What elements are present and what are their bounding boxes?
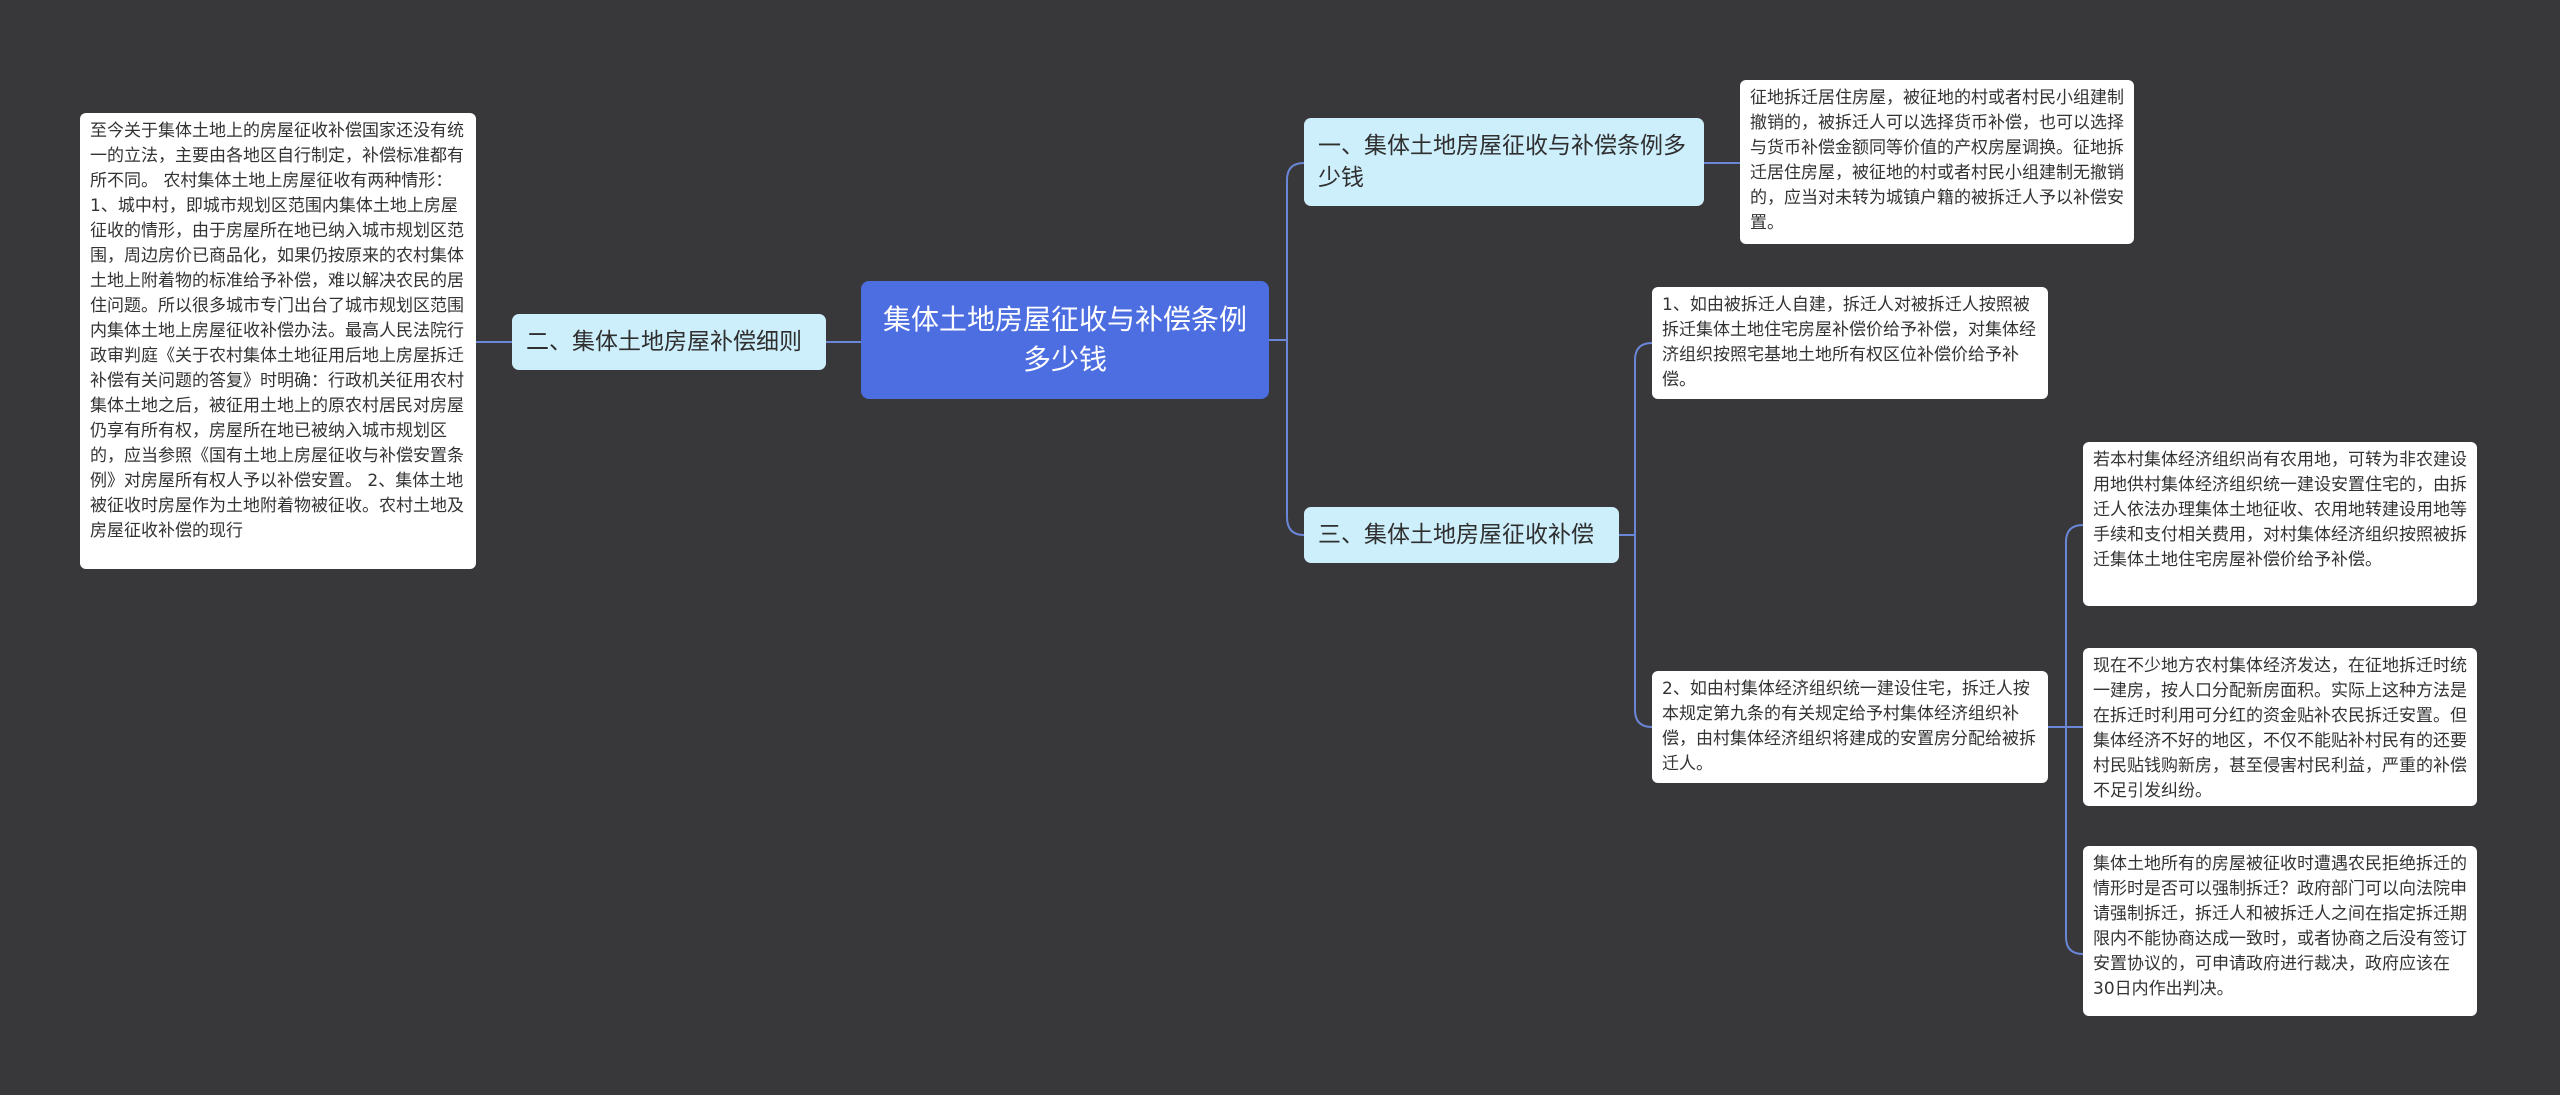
branch-one-label: 一、集体土地房屋征收与补偿条例多少钱 [1318, 133, 1686, 191]
branch-two-leaf-text: 至今关于集体土地上的房屋征收补偿国家还没有统一的立法，主要由各地区自行制定，补偿… [90, 121, 464, 541]
branch-three-sub1-text: 1、如由被拆迁人自建，拆迁人对被拆迁人按照被拆迁集体土地住宅房屋补偿价给予补偿，… [1662, 295, 2036, 390]
branch-three-sub2[interactable]: 2、如由村集体经济组织统一建设住宅，拆迁人按本规定第九条的有关规定给予村集体经济… [1652, 671, 2048, 783]
connector-to-branch-one [1286, 162, 1305, 181]
connector-to-child1 [2065, 524, 2084, 543]
branch-three-sub1[interactable]: 1、如由被拆迁人自建，拆迁人对被拆迁人按照被拆迁集体土地住宅房屋补偿价给予补偿，… [1652, 287, 2048, 399]
branch-two-leaf[interactable]: 至今关于集体土地上的房屋征收补偿国家还没有统一的立法，主要由各地区自行制定，补偿… [80, 113, 476, 569]
root-topic[interactable]: 集体土地房屋征收与补偿条例多少钱 [861, 281, 1269, 399]
sub2-child-2-text: 现在不少地方农村集体经济发达，在征地拆迁时统一建房，按人口分配新房面积。实际上这… [2093, 656, 2467, 801]
branch-two-label: 二、集体土地房屋补偿细则 [526, 329, 802, 355]
sub2-child-3-text: 集体土地所有的房屋被征收时遭遇农民拒绝拆迁的情形时是否可以强制拆迁？政府部门可以… [2093, 854, 2467, 999]
sub2-child-2[interactable]: 现在不少地方农村集体经济发达，在征地拆迁时统一建房，按人口分配新房面积。实际上这… [2083, 648, 2477, 806]
sub2-child-3[interactable]: 集体土地所有的房屋被征收时遭遇农民拒绝拆迁的情形时是否可以强制拆迁？政府部门可以… [2083, 846, 2477, 1016]
branch-three[interactable]: 三、集体土地房屋征收补偿 [1304, 507, 1619, 563]
branch-one-leaf-text: 征地拆迁居住房屋，被征地的村或者村民小组建制撤销的，被拆迁人可以选择货币补偿，也… [1750, 88, 2124, 233]
branch-one-leaf[interactable]: 征地拆迁居住房屋，被征地的村或者村民小组建制撤销的，被拆迁人可以选择货币补偿，也… [1740, 80, 2134, 244]
connector-to-sub1 [1634, 342, 1653, 361]
root-topic-label: 集体土地房屋征收与补偿条例多少钱 [882, 303, 1247, 376]
branch-three-sub2-text: 2、如由村集体经济组织统一建设住宅，拆迁人按本规定第九条的有关规定给予村集体经济… [1662, 679, 2036, 774]
branch-two[interactable]: 二、集体土地房屋补偿细则 [512, 314, 826, 370]
branch-one[interactable]: 一、集体土地房屋征收与补偿条例多少钱 [1304, 118, 1704, 206]
sub2-child-1-text: 若本村集体经济组织尚有农用地，可转为非农建设用地供村集体经济组织统一建设安置住宅… [2093, 450, 2467, 570]
connector-to-sub2 [1634, 709, 1653, 728]
branch-three-label: 三、集体土地房屋征收补偿 [1318, 522, 1594, 548]
connector-to-child3 [2065, 936, 2084, 955]
sub2-child-1[interactable]: 若本村集体经济组织尚有农用地，可转为非农建设用地供村集体经济组织统一建设安置住宅… [2083, 442, 2477, 606]
connector-to-branch-three [1286, 516, 1305, 536]
